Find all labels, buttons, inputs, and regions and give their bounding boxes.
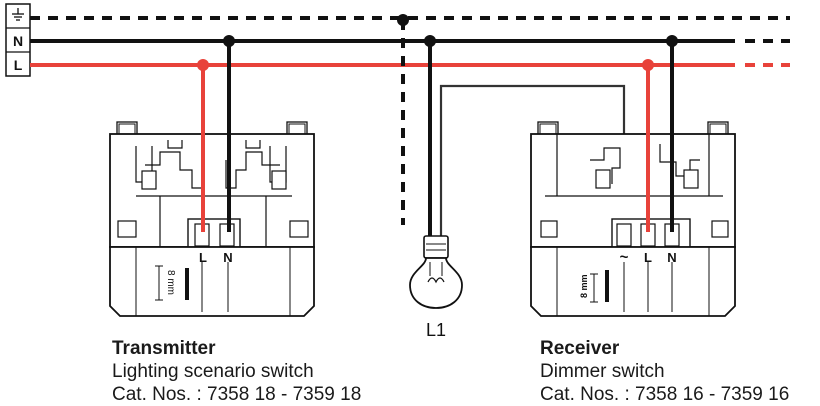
- transmitter-strip-length: 8 mm: [165, 270, 176, 295]
- live-bus-label: L: [14, 57, 23, 73]
- receiver-live-terminal-label: L: [644, 250, 652, 265]
- earth-icon: [12, 8, 24, 21]
- receiver-neutral-junction: [666, 35, 678, 47]
- receiver-description: Dimmer switch: [540, 361, 665, 382]
- transmitter-catalog: Cat. Nos. : 7358 18 - 7359 18: [112, 384, 362, 405]
- receiver-strip-length: 8 mm: [579, 274, 589, 298]
- receiver-neutral-terminal-label: N: [667, 250, 676, 265]
- transmitter-strip-gauge: 8 mm: [155, 265, 189, 301]
- receiver-strip-gauge: 8 mm: [579, 270, 609, 303]
- receiver-terminal-load: [616, 223, 632, 247]
- bus-label-box: N L: [5, 3, 31, 77]
- transmitter-device: 8 mm L N: [109, 121, 315, 317]
- neutral-bus-label: N: [13, 33, 23, 49]
- receiver-live-junction: [642, 59, 654, 71]
- receiver-device: 8 mm ~ L N: [530, 121, 736, 317]
- transmitter-live-junction: [197, 59, 209, 71]
- transmitter-live-terminal-label: L: [199, 250, 207, 265]
- receiver-catalog: Cat. Nos. : 7358 16 - 7359 16: [540, 384, 790, 405]
- lamp-label: L1: [426, 320, 446, 340]
- transmitter-title: Transmitter: [112, 338, 216, 359]
- transmitter-caption: Transmitter Lighting scenario switch Cat…: [112, 337, 361, 406]
- transmitter-neutral-terminal-label: N: [223, 250, 232, 265]
- transmitter-description: Lighting scenario switch: [112, 361, 314, 382]
- receiver-load-terminal-label: ~: [620, 249, 629, 266]
- transmitter-neutral-junction: [223, 35, 235, 47]
- receiver-caption: Receiver Dimmer switch Cat. Nos. : 7358 …: [540, 337, 789, 406]
- lamp-icon: [409, 235, 463, 309]
- receiver-title: Receiver: [540, 338, 620, 359]
